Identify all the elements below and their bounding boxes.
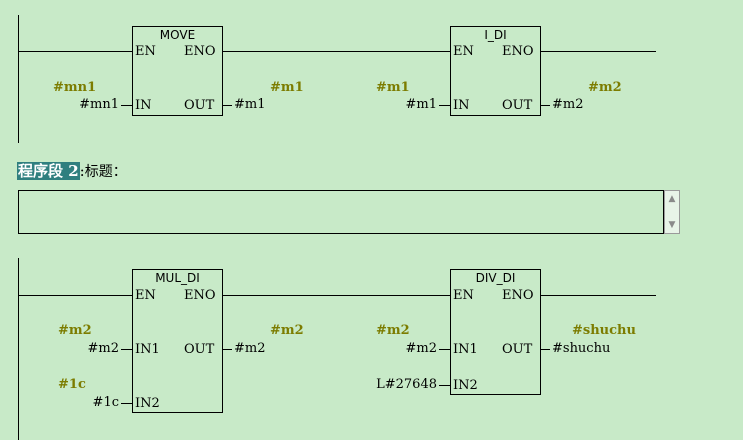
symbol-label: #m1 (376, 80, 410, 95)
input-operand[interactable]: L#27648 (376, 377, 437, 392)
symbol-label: #m2 (58, 323, 92, 338)
pin-in2: IN2 (135, 396, 160, 411)
pin-wire (439, 385, 450, 386)
pin-wire (121, 105, 132, 106)
pin-out: OUT (184, 98, 215, 113)
pin-wire (541, 105, 550, 106)
rung-line (222, 295, 450, 296)
power-rail (18, 258, 19, 440)
symbol-label: #1c (58, 377, 86, 392)
pin-wire (541, 349, 550, 350)
rung-line (222, 51, 450, 52)
rung-line (18, 295, 132, 296)
pin-out: OUT (502, 98, 533, 113)
symbol-label: #m2 (376, 323, 410, 338)
input-operand[interactable]: #m1 (405, 97, 438, 112)
rung-line (18, 51, 132, 52)
input-operand[interactable]: #m2 (87, 341, 120, 356)
pin-in2: IN2 (453, 378, 478, 393)
block-title: I_DI (484, 28, 507, 42)
rung-line (540, 51, 656, 52)
output-operand[interactable]: #m2 (552, 97, 584, 112)
block-title: MUL_DI (155, 271, 200, 285)
block-title: DIV_DI (475, 271, 516, 285)
pin-out: OUT (184, 342, 215, 357)
input-operand[interactable]: #m2 (405, 341, 438, 356)
pin-in: IN (453, 98, 470, 113)
div-di-block[interactable]: DIV_DI EN ENO IN1 OUT IN2 (450, 269, 541, 395)
pin-wire (439, 105, 450, 106)
pin-eno: ENO (502, 288, 534, 303)
rung-line (540, 295, 656, 296)
pin-wire (439, 349, 450, 350)
segment-title-label: 标题： (84, 164, 127, 180)
scroll-up-icon[interactable]: ▲ (668, 194, 676, 204)
symbol-label: #mn1 (53, 80, 97, 95)
pin-en: EN (453, 44, 474, 59)
pin-en: EN (135, 288, 156, 303)
symbol-label: #m2 (588, 80, 622, 95)
move-block[interactable]: MOVE EN ENO IN OUT (132, 26, 223, 116)
i-di-block[interactable]: I_DI EN ENO IN OUT (450, 26, 541, 116)
input-operand[interactable]: #1c (92, 395, 119, 410)
segment-separator: : (79, 162, 85, 180)
output-operand[interactable]: #shuchu (552, 341, 611, 356)
pin-en: EN (453, 288, 474, 303)
pin-wire (121, 349, 132, 350)
pin-wire (121, 403, 132, 404)
segment-title[interactable]: 程序段 2:标题： (17, 161, 127, 182)
pin-out: OUT (502, 342, 533, 357)
pin-en: EN (135, 44, 156, 59)
pin-in1: IN1 (453, 342, 478, 357)
input-operand[interactable]: #mn1 (79, 97, 119, 112)
power-rail (18, 15, 19, 143)
output-operand[interactable]: #m1 (234, 97, 266, 112)
output-operand[interactable]: #m2 (234, 341, 266, 356)
mul-di-block[interactable]: MUL_DI EN ENO IN1 OUT IN2 (132, 269, 223, 413)
symbol-label: #m2 (270, 323, 304, 338)
pin-wire (223, 349, 232, 350)
scroll-down-icon[interactable]: ▼ (668, 220, 676, 230)
pin-in: IN (135, 98, 152, 113)
symbol-label: #shuchu (572, 323, 636, 338)
pin-eno: ENO (184, 44, 216, 59)
pin-eno: ENO (502, 44, 534, 59)
block-title: MOVE (159, 28, 196, 42)
pin-eno: ENO (184, 288, 216, 303)
segment-label: 程序段 2 (17, 162, 80, 180)
comment-scrollbar[interactable]: ▲ ▼ (664, 190, 680, 234)
pin-wire (223, 105, 232, 106)
symbol-label: #m1 (270, 80, 304, 95)
comment-textbox[interactable] (18, 190, 664, 234)
pin-in1: IN1 (135, 342, 160, 357)
